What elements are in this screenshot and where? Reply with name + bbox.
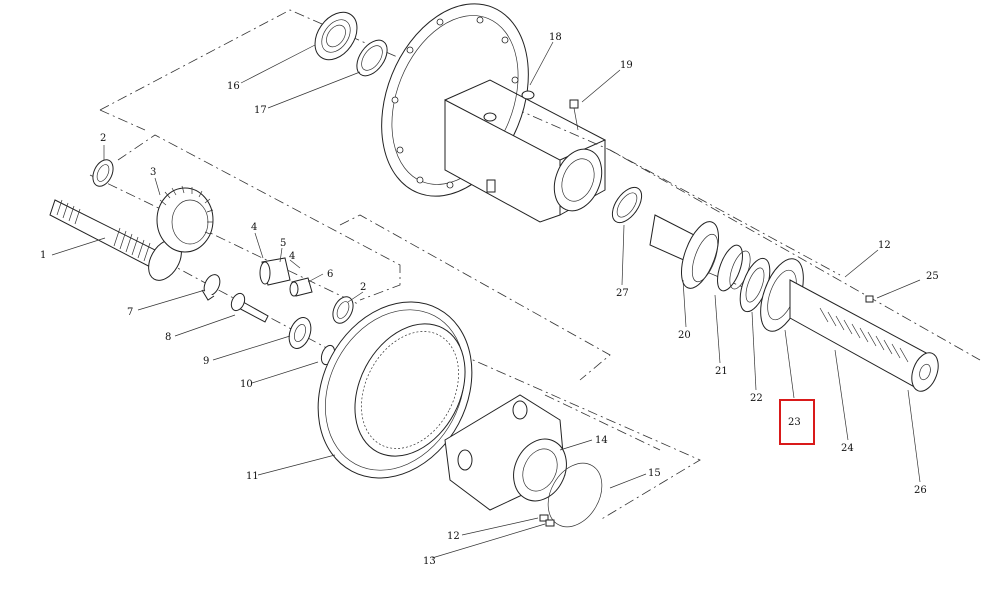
label-part-22: 22 <box>750 393 763 404</box>
label-part-21: 21 <box>715 366 728 377</box>
seal-27 <box>611 186 643 224</box>
seal-17 <box>356 39 388 77</box>
ring-gear-11 <box>317 301 473 479</box>
washer-2b <box>332 296 354 324</box>
label-part-20: 20 <box>678 330 691 341</box>
label-part-6: 6 <box>327 269 333 280</box>
screw-25 <box>865 295 874 303</box>
label-part-23: 23 <box>788 417 801 428</box>
washer-9 <box>288 317 312 349</box>
part-number-labels: 1 2 3 4 5 4 6 7 8 9 10 2 11 12 13 14 15 … <box>40 32 939 567</box>
bolt-8 <box>230 292 269 323</box>
label-part-5: 5 <box>280 238 286 249</box>
label-part-16: 16 <box>227 81 240 92</box>
label-part-9: 9 <box>203 356 209 367</box>
pin-4-5 <box>259 257 291 286</box>
label-part-3: 3 <box>150 167 156 178</box>
label-part-10: 10 <box>240 379 253 390</box>
label-part-4-lower: 4 <box>289 251 295 262</box>
label-part-1: 1 <box>40 250 46 261</box>
bearing-20 <box>649 214 719 289</box>
label-part-7: 7 <box>127 307 133 318</box>
label-part-2-middle: 2 <box>360 282 366 293</box>
screws-12-13 <box>539 514 555 527</box>
screw-19 <box>569 99 579 131</box>
label-part-19: 19 <box>620 60 633 71</box>
label-part-26: 26 <box>914 485 927 496</box>
gear-3 <box>156 185 214 253</box>
label-part-25: 25 <box>926 271 939 282</box>
shaft-end-26 <box>911 352 939 392</box>
label-part-27: 27 <box>616 288 629 299</box>
label-part-17: 17 <box>254 105 267 116</box>
washer-2a <box>92 159 114 187</box>
label-part-24: 24 <box>841 443 854 454</box>
output-shaft-24 <box>789 279 931 391</box>
label-part-11: 11 <box>246 471 259 482</box>
label-part-4-upper: 4 <box>251 222 257 233</box>
label-part-18: 18 <box>549 32 562 43</box>
bearing-16 <box>314 11 358 61</box>
label-part-12-lower: 12 <box>447 531 460 542</box>
carrier-14 <box>444 394 567 511</box>
label-part-2-upper: 2 <box>100 133 106 144</box>
highlight-box-part-23 <box>779 399 815 445</box>
label-part-15: 15 <box>648 468 661 479</box>
housing-18 <box>381 3 607 223</box>
label-part-13: 13 <box>423 556 436 567</box>
pin-6 <box>289 277 313 297</box>
snap-ring-15 <box>547 462 603 528</box>
leader-lines <box>51 41 921 559</box>
label-part-8: 8 <box>165 332 171 343</box>
tab-washer-7 <box>201 274 221 301</box>
label-part-14: 14 <box>595 435 608 446</box>
label-part-12-upper: 12 <box>878 240 891 251</box>
